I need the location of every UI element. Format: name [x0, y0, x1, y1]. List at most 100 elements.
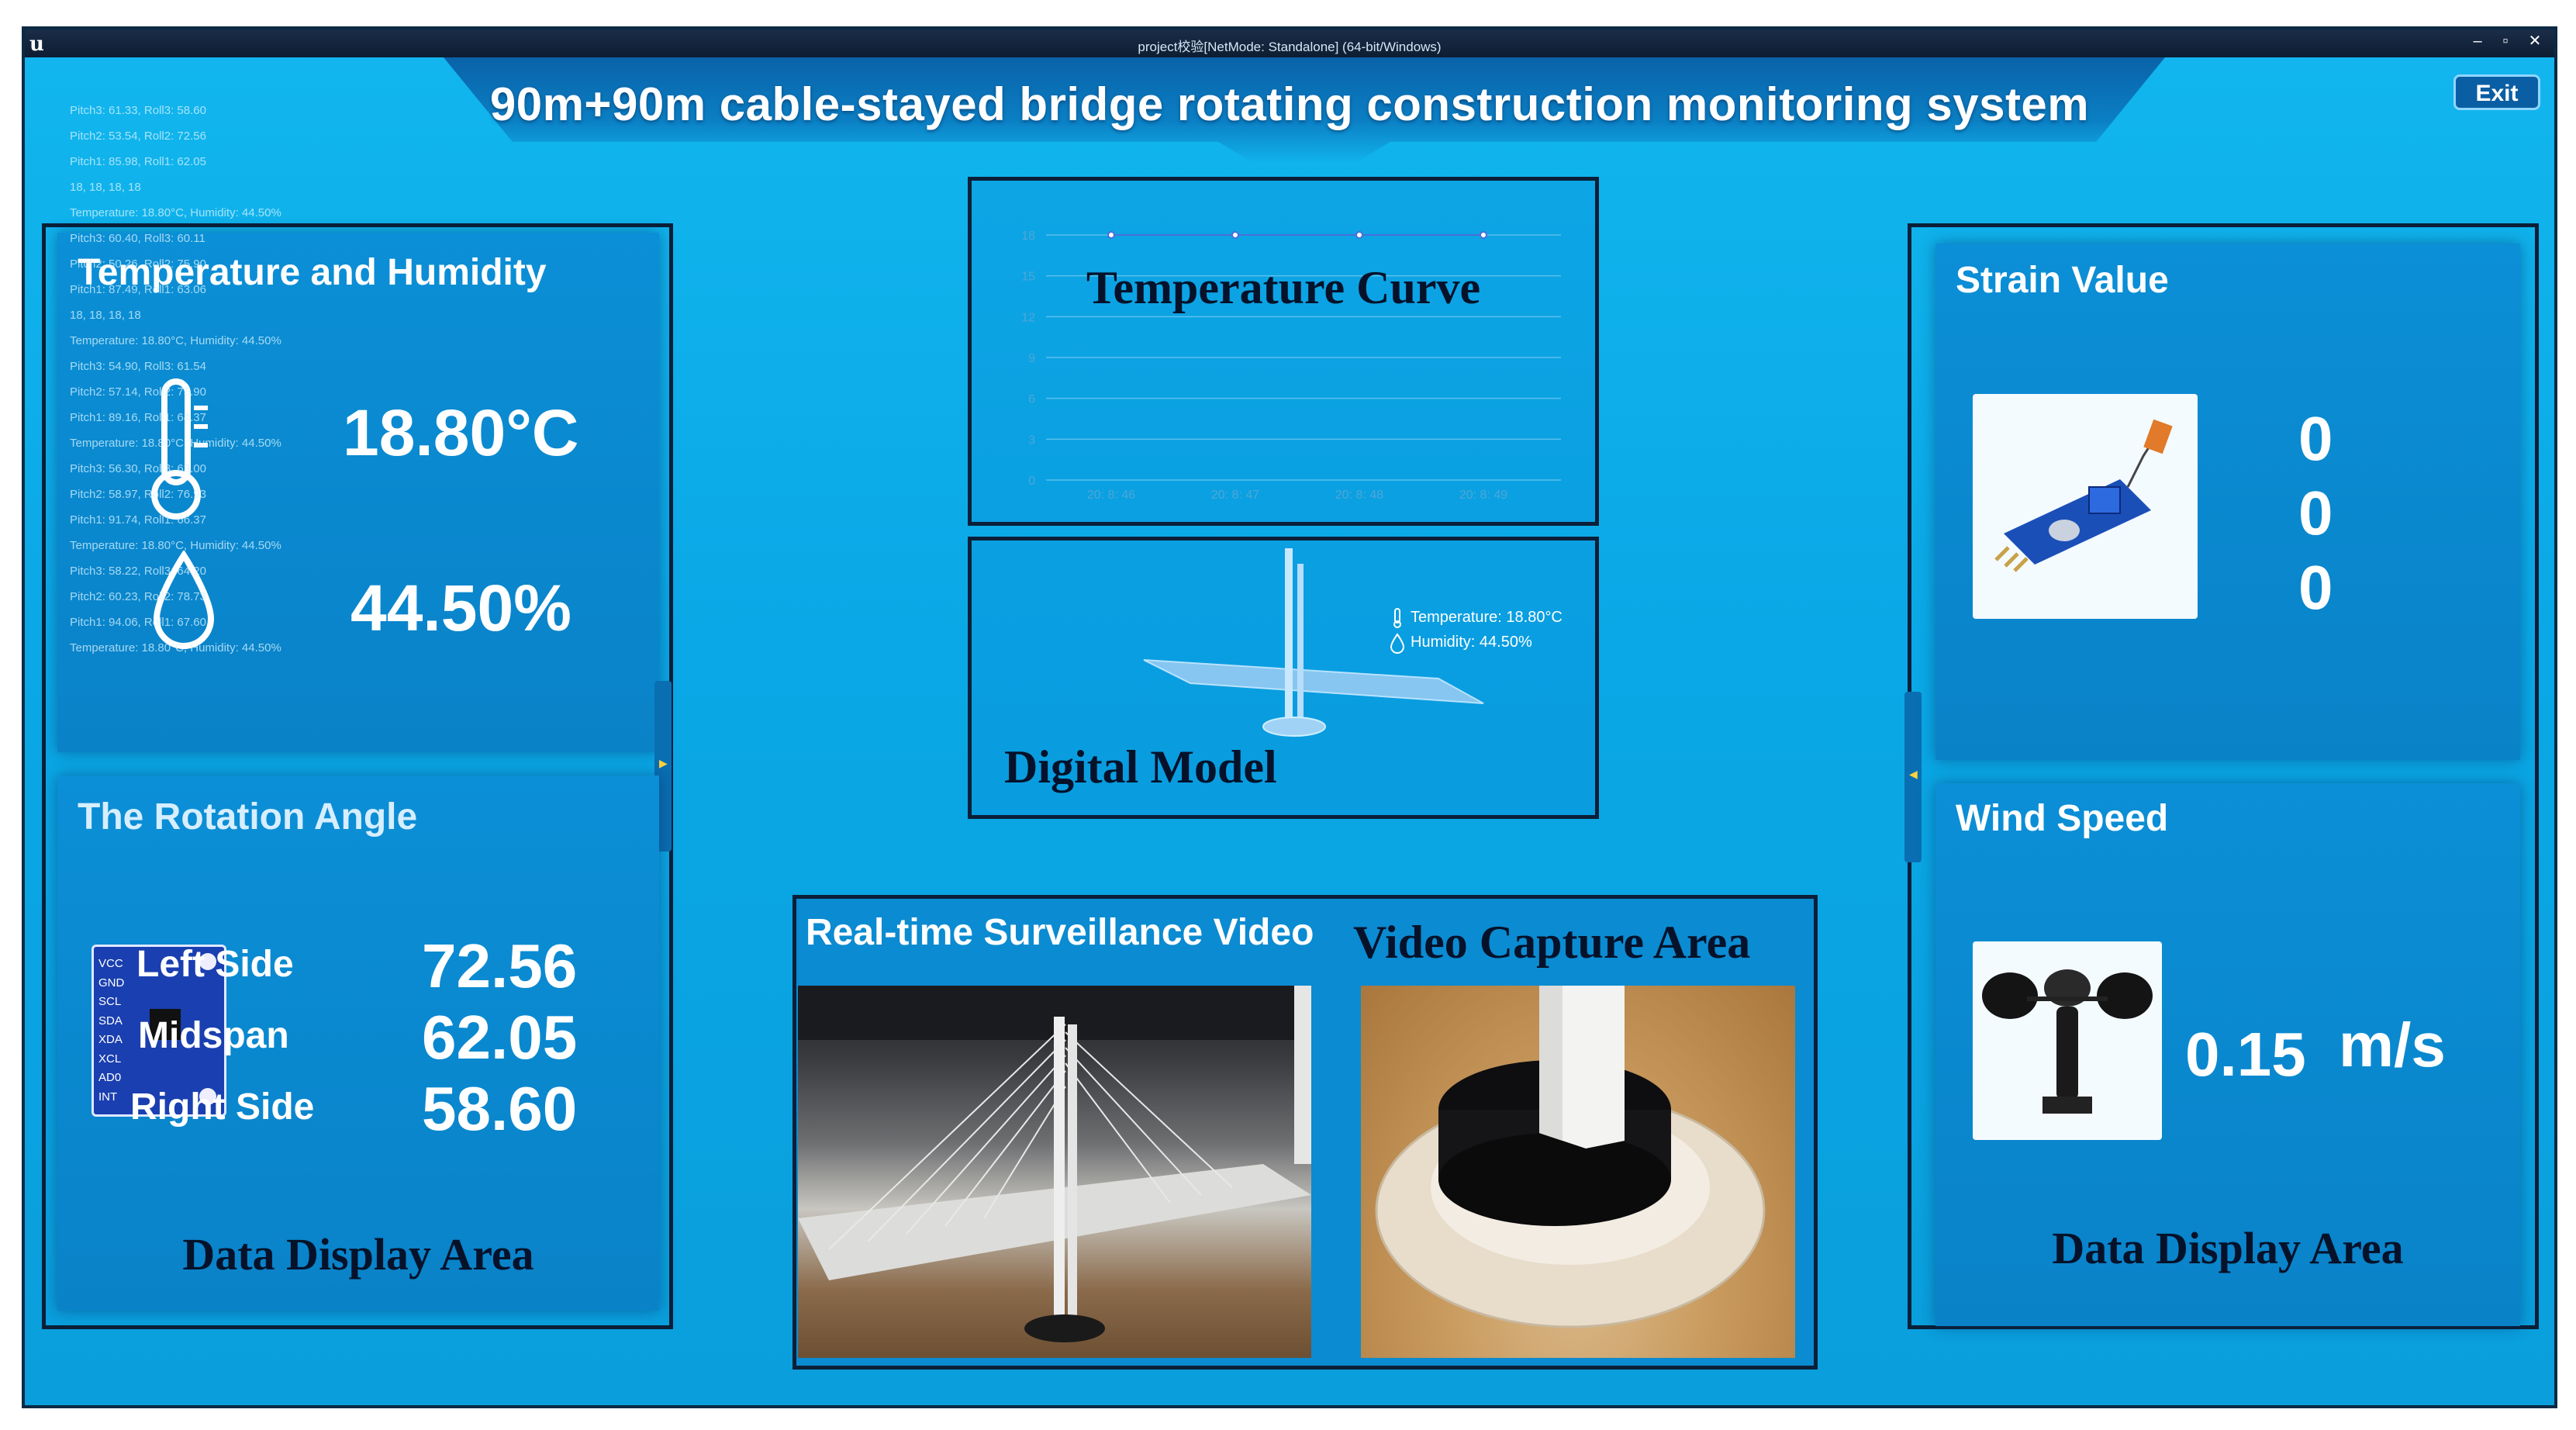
- strain-sensor-image: [1973, 394, 2198, 619]
- log-line: Temperature: 18.80°C, Humidity: 44.50%: [70, 206, 281, 219]
- exit-button[interactable]: Exit: [2453, 74, 2540, 110]
- temperature-value: 18.80°C: [343, 396, 579, 469]
- temperature-data-point: [1355, 231, 1363, 239]
- log-line: Pitch2: 57.14, Roll2: 75.90: [70, 385, 206, 399]
- temperature-humidity-panel: Temperature and Humidity 18.80°C 44.50%: [57, 233, 659, 752]
- log-line: Pitch2: 50.26, Roll2: 75.90: [70, 257, 206, 271]
- close-button[interactable]: ✕: [2528, 33, 2542, 50]
- restore-button[interactable]: ▫: [2502, 33, 2509, 50]
- window-title: project校验[NetMode: Standalone] (64-bit/W…: [1138, 40, 1442, 54]
- arrow-right-icon: ▶: [659, 757, 668, 769]
- temperature-humidity-title: Temperature and Humidity: [78, 252, 547, 293]
- y-tick-label: 9: [1028, 352, 1035, 365]
- rotation-angle-panel: The Rotation Angle VCC GND SCL SDA XDA XCL AD0…: [57, 775, 659, 1311]
- strain-value: 0: [2298, 404, 2333, 473]
- x-tick-label: 20: 8: 48: [1335, 489, 1383, 502]
- x-tick-label: 20: 8: 49: [1459, 489, 1507, 502]
- sensor-pin-label: INT: [98, 1090, 118, 1104]
- thermometer-icon: [151, 378, 208, 520]
- sensor-pin-label: XCL: [98, 1052, 122, 1066]
- log-line: Temperature: 18.80°C, Humidity: 44.50%: [70, 641, 281, 655]
- sensor-pin-label: AD0: [98, 1071, 122, 1084]
- surveillance-video-title: Real-time Surveillance Video: [806, 912, 1314, 953]
- log-line: Pitch3: 60.40, Roll3: 60.11: [70, 232, 205, 245]
- sensor-pin-label: XDA: [98, 1033, 123, 1046]
- page-title: 90m+90m cable-stayed bridge rotating con…: [489, 78, 2090, 130]
- temperature-data-point: [1107, 231, 1115, 239]
- rotation-value: 72.56: [422, 931, 578, 1000]
- rotation-value: 58.60: [422, 1074, 578, 1143]
- digital-model-label: Digital Model: [1004, 741, 1277, 793]
- video-area: Real-time Surveillance Video Video Captu…: [792, 895, 1818, 1370]
- wind-speed-panel: Wind Speed 0.15 m/s Data Display Area: [1935, 783, 2520, 1326]
- right-data-display-label: Data Display Area: [2052, 1223, 2404, 1273]
- log-line: Pitch2: 60.23, Roll2: 78.73: [70, 590, 206, 603]
- sensor-pin-label: GND: [98, 976, 125, 990]
- sensor-pin-label: VCC: [98, 957, 123, 970]
- right-panel-collapse-tab[interactable]: ◀: [1904, 692, 1922, 862]
- bridge-scene: [798, 986, 1311, 1342]
- x-tick-label: 20: 8: 47: [1211, 489, 1259, 502]
- digital-model-area: Temperature: 18.80°C Humidity: 44.50% Di…: [968, 537, 1599, 819]
- rotation-base-scene: [1375, 986, 1766, 1328]
- strain-value-title: Strain Value: [1956, 260, 2169, 301]
- log-line: Pitch3: 58.22, Roll3: 64.20: [70, 565, 206, 578]
- temperature-data-point: [1480, 231, 1487, 239]
- sensor-chip: [150, 1009, 181, 1040]
- log-line: 18, 18, 18, 18: [70, 309, 141, 322]
- app-window: u project校验[NetMode: Standalone] (64-bit…: [22, 26, 2557, 1408]
- log-line: Pitch1: 89.16, Roll1: 64.37: [70, 411, 206, 424]
- left-data-display-label: Data Display Area: [182, 1229, 534, 1280]
- anemometer-image: [1973, 941, 2162, 1140]
- rotation-label: Right Side: [130, 1086, 315, 1128]
- log-line: Pitch1: 87.49, Roll1: 63.06: [70, 283, 206, 296]
- log-line: Pitch1: 85.98, Roll1: 62.05: [70, 155, 206, 168]
- rotation-value: 62.05: [422, 1003, 578, 1072]
- wind-speed-unit: m/s: [2339, 1010, 2446, 1079]
- surveillance-video-frame[interactable]: [798, 986, 1311, 1358]
- strain-value: 0: [2298, 553, 2333, 622]
- log-line: Pitch1: 94.06, Roll1: 67.60: [70, 616, 206, 629]
- x-tick-label: 20: 8: 46: [1087, 489, 1135, 502]
- y-tick-label: 15: [1021, 271, 1035, 284]
- rotation-angle-title: The Rotation Angle: [78, 796, 418, 838]
- log-line: Pitch3: 54.90, Roll3: 61.54: [70, 360, 206, 373]
- capture-video-frame[interactable]: [1361, 986, 1795, 1358]
- temperature-data-point: [1231, 231, 1239, 239]
- log-line: 18, 18, 18, 18: [70, 181, 141, 194]
- wind-speed-value: 0.15: [2185, 1020, 2306, 1089]
- window-titlebar: u project校验[NetMode: Standalone] (64-bit…: [25, 29, 2554, 57]
- sensor-pin-label: SDA: [98, 1014, 123, 1028]
- model-humidity-text: Humidity: 44.50%: [1411, 634, 1532, 651]
- log-line: Pitch2: 53.54, Roll2: 72.56: [70, 130, 206, 143]
- mount-hole: [199, 1088, 216, 1105]
- log-line: Pitch2: 58.97, Roll2: 76.93: [70, 488, 206, 501]
- rotation-label: Midspan: [138, 1015, 289, 1056]
- y-tick-label: 3: [1028, 433, 1035, 447]
- minimize-button[interactable]: –: [2473, 33, 2482, 50]
- y-tick-label: 18: [1021, 230, 1035, 243]
- rotation-label: Left Side: [136, 944, 294, 985]
- log-line: Temperature: 18.80°C, Humidity: 44.50%: [70, 334, 281, 347]
- sensor-pin-label: SCL: [98, 995, 122, 1008]
- model-temperature-text: Temperature: 18.80°C: [1411, 609, 1563, 626]
- mini-thermometer-icon: [1393, 608, 1401, 628]
- log-line: Pitch3: 61.33, Roll3: 58.60: [70, 104, 206, 117]
- y-tick-label: 0: [1028, 475, 1035, 488]
- log-line: Temperature: 18.80°C, Humidity: 44.50%: [70, 539, 281, 552]
- video-capture-label: Video Capture Area: [1353, 917, 1751, 968]
- temperature-curve-label: Temperature Curve: [1086, 262, 1481, 313]
- mini-droplet-icon: [1390, 633, 1405, 654]
- mount-hole: [199, 953, 216, 970]
- unreal-logo-icon: u: [29, 33, 44, 56]
- bridge-3d-model: [1143, 548, 1484, 737]
- strain-value: 0: [2298, 478, 2333, 547]
- log-line: Pitch1: 91.74, Roll1: 66.37: [70, 513, 206, 527]
- y-tick-label: 6: [1028, 393, 1035, 406]
